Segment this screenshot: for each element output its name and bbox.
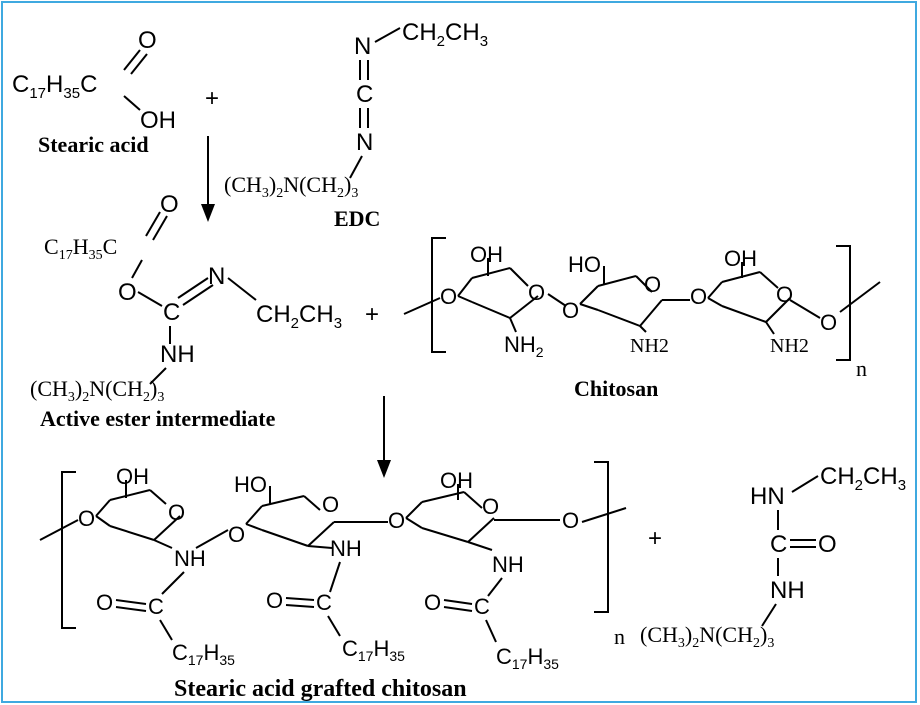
stearic-acid-label: Stearic acid (38, 132, 149, 157)
product-ring1-o: O (168, 500, 185, 525)
chitosan-o-1: O (440, 284, 457, 309)
urea-nh: NH (770, 577, 805, 604)
product-ring3-o: O (482, 494, 499, 519)
plus-sign-3: + (648, 525, 662, 552)
product-ring3-oh: OH (440, 468, 473, 493)
stearic-oh: OH (140, 107, 176, 134)
chitosan-o-end: O (820, 310, 837, 335)
stearic-acid-structure: C17H35C O OH Stearic acid (12, 27, 176, 157)
ester-n-imine: N (208, 263, 225, 290)
urea-dma: (CH3)2N(CH2)3 (640, 622, 774, 651)
edc-label: EDC (334, 206, 380, 231)
edc-n-bottom: N (356, 129, 373, 156)
chitosan-ring1-oh: OH (470, 242, 503, 267)
product-ring1-c17h35: C17H35 (172, 640, 235, 668)
product-ring3-co-c: C (474, 594, 490, 619)
chitosan-o-3: O (690, 284, 707, 309)
urea-ethyl: CH2CH3 (820, 463, 906, 494)
urea-byproduct-structure: HN CH2CH3 C O NH (CH3)2N(CH2)3 (640, 463, 906, 651)
product-ring2-ho: HO (234, 472, 267, 497)
product-o-3: O (388, 508, 405, 533)
product-ring3-c17h35: C17H35 (496, 644, 559, 672)
active-ester-structure: O C17H35C O C N CH2CH3 + NH (CH3)2N(CH2)… (30, 191, 379, 431)
product-ring2-c17h35: C17H35 (342, 636, 405, 664)
urea-hn: HN (750, 483, 785, 510)
edc-dma: (CH3)2N(CH2)3 (224, 172, 358, 201)
product-ring-2: O HO NH O C C17H35 (234, 472, 405, 664)
chitosan-label: Chitosan (574, 376, 658, 401)
product-ring3-nh: NH (492, 552, 524, 577)
product-ring-3: O OH NH O C C17H35 (405, 468, 560, 672)
ester-o-link: O (118, 279, 137, 306)
ester-carbonyl-o: O (160, 191, 179, 218)
chitosan-ring2-nh2: NH2 (630, 335, 669, 357)
product-ring2-nh: NH (330, 536, 362, 561)
chitosan-structure: n O O OH NH2 O O H (403, 237, 881, 401)
product-ring2-co-c: C (316, 590, 332, 615)
product-ring2-co-o: O (266, 588, 283, 613)
chitosan-ring2-ho: HO (568, 252, 601, 277)
urea-o: O (818, 531, 837, 558)
ester-nh: NH (160, 341, 195, 368)
product-ring1-co-o: O (96, 590, 113, 615)
plus-sign-1: + (205, 85, 219, 112)
product-o-end: O (562, 508, 579, 533)
edc-ethyl: CH2CH3 (402, 19, 488, 50)
stearic-carbonyl-o: O (138, 27, 157, 54)
product-ring1-co-c: C (148, 594, 164, 619)
edc-structure: N CH2CH3 C N (CH3)2N(CH2)3 EDC (224, 19, 488, 231)
product-ring2-o: O (322, 492, 339, 517)
product-ring-1: O OH NH O C C17H35 (95, 464, 235, 668)
active-ester-label: Active ester intermediate (40, 406, 276, 431)
arrow-down-1 (201, 136, 215, 222)
ester-c17h35: C17H35C (44, 234, 117, 263)
chitosan-ring3-oh: OH (724, 246, 757, 271)
ester-c-central: C (163, 299, 180, 326)
product-o-2: O (228, 522, 245, 547)
plus-sign-2: + (365, 301, 379, 328)
ester-dma: (CH3)2N(CH2)3 (30, 376, 164, 405)
chitosan-ring-2: O HO NH2 (568, 252, 690, 357)
chitosan-ring1-nh2: NH2 (504, 332, 544, 360)
product-ring1-oh: OH (116, 464, 149, 489)
edc-n-top: N (354, 33, 371, 60)
product-ring1-nh: NH (174, 546, 206, 571)
grafted-chitosan-structure: n O O OH NH O C C17H35 O (39, 461, 627, 702)
chitosan-ring3-nh2: NH2 (770, 335, 809, 357)
arrow-down-2 (377, 396, 391, 478)
chitosan-ring2-o: O (644, 272, 661, 297)
product-ring3-co-o: O (424, 590, 441, 615)
chitosan-ring-3: O OH NH2 (707, 246, 821, 357)
product-label: Stearic acid grafted chitosan (174, 676, 467, 702)
chitosan-ring3-o: O (776, 282, 793, 307)
edc-c: C (356, 81, 373, 108)
chitosan-ring-1: O OH NH2 (457, 242, 567, 360)
product-n: n (614, 624, 625, 649)
chitosan-ring1-o: O (528, 280, 545, 305)
chitosan-o-2: O (562, 298, 579, 323)
stearic-c17h35: C17H35C (12, 71, 97, 102)
chitosan-n: n (856, 356, 867, 381)
urea-c: C (770, 531, 787, 558)
ester-ethyl: CH2CH3 (256, 301, 342, 332)
product-o-1: O (78, 506, 95, 531)
